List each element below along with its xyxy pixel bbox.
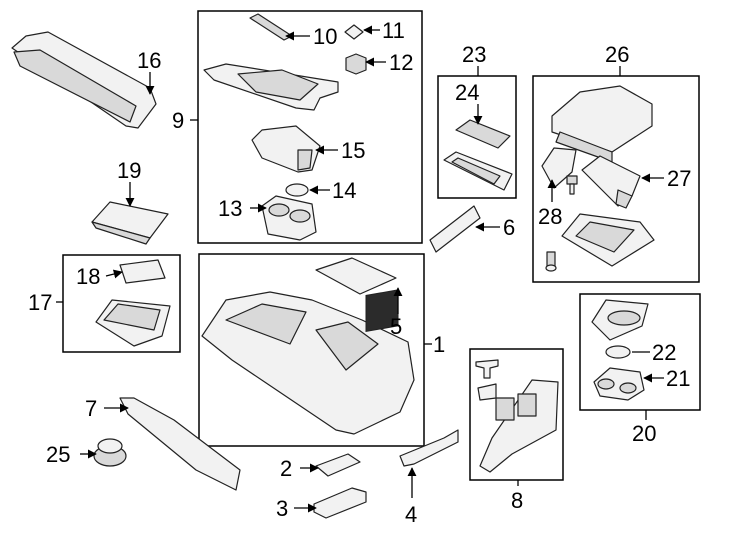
part-8-clip: [477, 383, 497, 401]
callout-13: 13: [218, 196, 242, 221]
callout-3: 3: [276, 496, 288, 521]
part-9-bracket: [203, 63, 339, 111]
part-16-armrest: [11, 31, 157, 129]
callout-4: 4: [405, 502, 417, 527]
part-17-bin: [95, 299, 171, 347]
frame-group-8: [469, 348, 564, 481]
callout-28: 28: [538, 204, 562, 229]
part-26-pin: [545, 251, 557, 272]
part-12-block: [345, 53, 367, 75]
callout-10: 10: [313, 24, 337, 49]
callout-8: 8: [511, 488, 523, 513]
part-1-console: [201, 289, 415, 435]
callout-1: 1: [433, 332, 445, 357]
part-24-insert: [455, 119, 511, 149]
frame-group-20: [579, 293, 701, 411]
callout-6: 6: [503, 215, 515, 240]
part-4-bracket: [399, 429, 459, 467]
callout-23: 23: [462, 42, 486, 67]
part-8-screw: [475, 359, 499, 379]
callout-12: 12: [389, 50, 413, 75]
callout-19: 19: [117, 158, 141, 183]
callout-11: 11: [382, 18, 405, 43]
callout-5: 5: [390, 314, 402, 339]
callout-18: 18: [76, 264, 100, 289]
part-11-clip: [344, 24, 364, 40]
callout-9: 9: [172, 108, 184, 133]
callout-25: 25: [46, 442, 70, 467]
leader-18: [105, 269, 123, 279]
part-20-cap: [591, 299, 649, 341]
part-5-pad: [315, 257, 397, 295]
callout-16: 16: [137, 48, 161, 73]
part-10-strip: [249, 13, 293, 41]
callout-2: 2: [280, 456, 292, 481]
callout-26: 26: [605, 42, 629, 67]
part-8-bezel: [479, 379, 559, 473]
callout-14: 14: [332, 178, 356, 203]
callout-22: 22: [652, 340, 676, 365]
callout-17: 17: [28, 290, 52, 315]
frame-group-23: [437, 75, 517, 199]
part-3-bracket: [313, 487, 367, 519]
part-2-bracket: [315, 453, 361, 477]
part-15-lid: [251, 125, 321, 173]
part-21-cupholder: [593, 367, 645, 401]
part-28-screw: [566, 175, 578, 195]
part-18-mat: [119, 259, 166, 284]
frame-group-1: [198, 253, 425, 447]
callout-24: 24: [455, 80, 479, 105]
part-26-base: [561, 213, 655, 267]
frame-group-26: [532, 75, 700, 283]
callout-21: 21: [666, 366, 690, 391]
part-27-plate: [581, 155, 641, 209]
callout-27: 27: [667, 166, 691, 191]
callout-7: 7: [85, 396, 97, 421]
frame-group-9: [197, 10, 423, 244]
part-7-trim: [119, 397, 241, 491]
part-6-latch: [429, 205, 481, 253]
part-13-cupholder: [261, 195, 317, 241]
part-14-ring: [285, 183, 309, 197]
part-25-knob: [93, 438, 127, 467]
part-23-tray: [443, 151, 513, 191]
callout-20: 20: [632, 421, 656, 446]
callout-15: 15: [341, 138, 365, 163]
part-22-ring: [605, 345, 631, 359]
part-19-tray: [91, 201, 169, 245]
frame-group-17: [62, 254, 181, 353]
